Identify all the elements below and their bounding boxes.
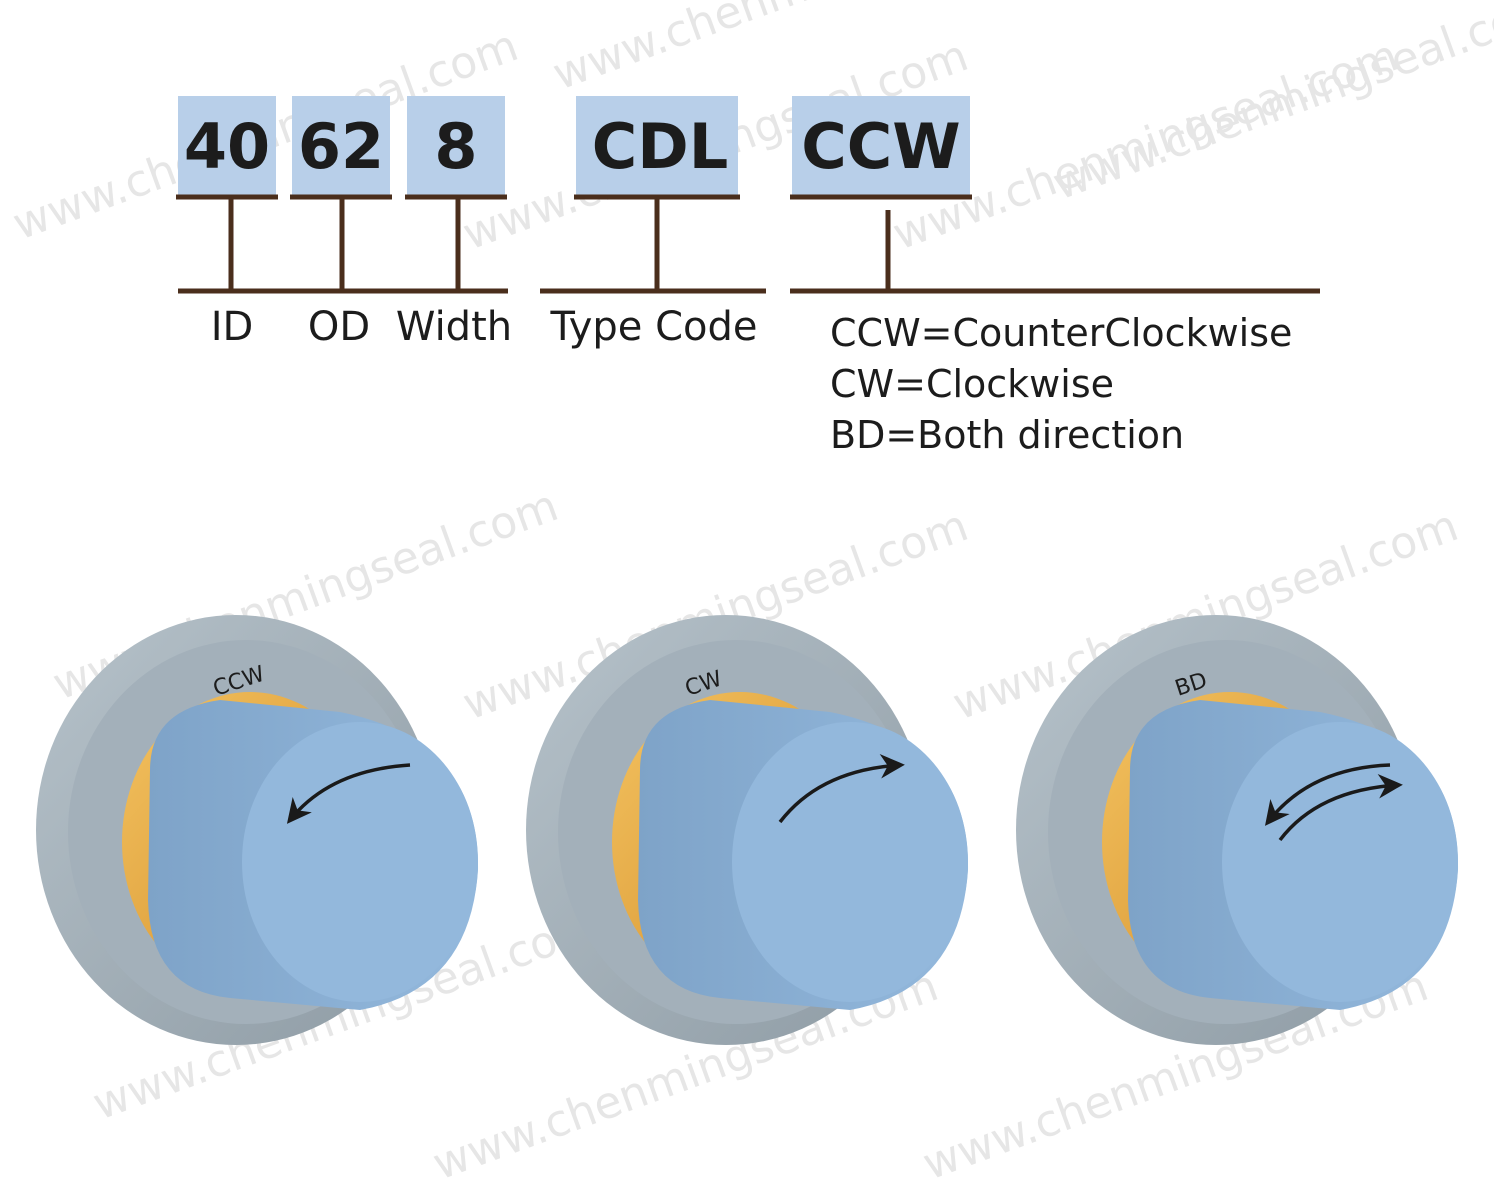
code-type-value: CDL [592, 110, 728, 183]
watermark-text: www.chenmingseal.com [1046, 0, 1494, 210]
code-direction-value: CCW [801, 110, 960, 183]
label-width: Width [396, 304, 512, 350]
arrow-both-directions-lower-icon [1278, 774, 1403, 842]
connector-lines [176, 194, 1320, 294]
part-number-code: 40 62 8 CDL CCW ID OD Width Type Code [176, 96, 1320, 457]
code-box-id [178, 96, 276, 196]
legend-bd: BD=Both direction [830, 413, 1184, 457]
legend-ccw: CCW=CounterClockwise [830, 311, 1292, 355]
code-box-direction [792, 96, 970, 196]
label-od: OD [308, 304, 370, 350]
shaft-face [1222, 722, 1458, 1002]
shaft-face [242, 722, 478, 1002]
arrow-both-directions-upper-icon [1264, 763, 1391, 826]
seal-ccw: CCW [36, 615, 479, 1045]
shaft-face [732, 722, 968, 1002]
arrow-clockwise-icon [778, 754, 905, 824]
label-type-code: Type Code [550, 304, 758, 350]
code-width-value: 8 [434, 110, 477, 183]
legend-cw: CW=Clockwise [830, 362, 1114, 406]
code-box-type [576, 96, 738, 196]
seal-cw: CW [526, 615, 969, 1045]
code-box-width [407, 96, 505, 196]
code-od-value: 62 [298, 110, 384, 183]
label-id: ID [211, 304, 254, 350]
code-id-value: 40 [184, 110, 270, 183]
arrow-counterclockwise-icon [286, 763, 411, 824]
code-box-od [292, 96, 390, 196]
seal-bd: BD [1016, 615, 1459, 1045]
